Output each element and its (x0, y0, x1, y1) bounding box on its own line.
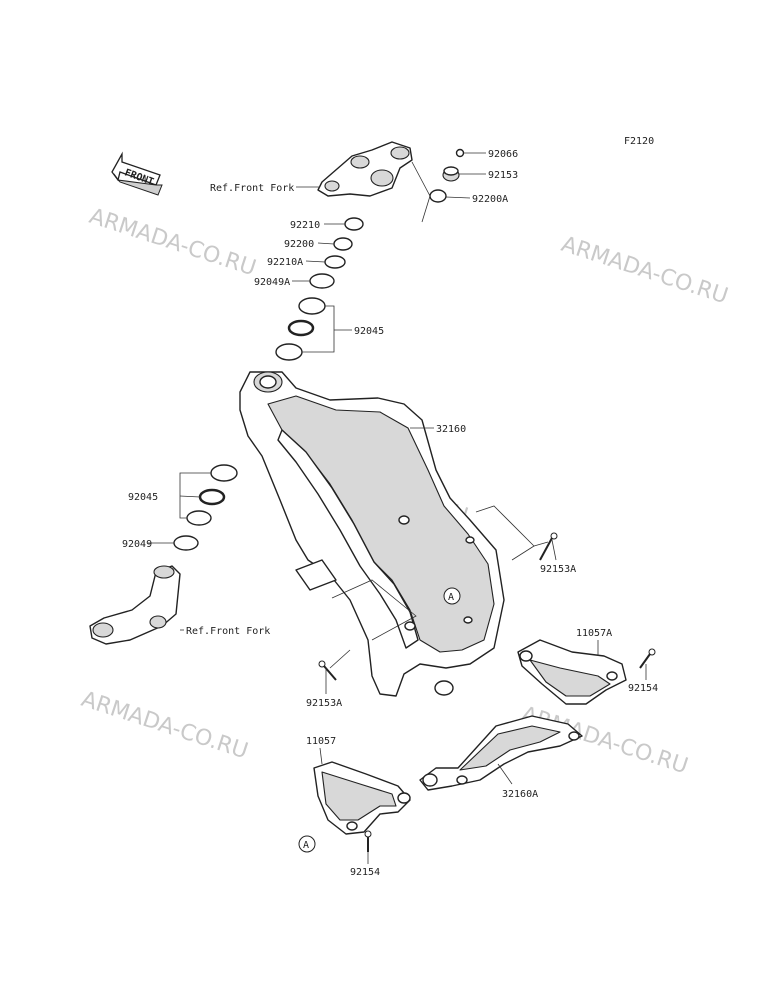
label-92049: 92049 (122, 539, 152, 550)
label-92153A-right: 92153A (540, 564, 576, 575)
part-92210A-nut (324, 255, 346, 269)
part-92045-bearing-top (287, 319, 315, 337)
label-92045-left: 92045 (128, 492, 158, 503)
part-92153-bolt (442, 166, 460, 182)
part-92200A-washer (429, 189, 447, 203)
watermark-top-right: ARMADA-CO.RU (558, 232, 731, 309)
label-92066: 92066 (488, 149, 518, 160)
bolt-92154-bottom (364, 830, 372, 852)
bracket-11057A (517, 639, 627, 705)
part-92045-race-top (298, 297, 326, 315)
watermark-bottom-left: ARMADA-CO.RU (78, 687, 251, 764)
callout-a-bracket: A (298, 835, 316, 853)
figure-code: F2120 (624, 136, 654, 147)
bracket-11057 (313, 761, 411, 835)
label-92153A-bottom: 92153A (306, 698, 342, 709)
part-92045-bearing-lower (198, 488, 226, 506)
callout-a-frame: A (443, 587, 461, 605)
part-92066-plug (455, 148, 465, 158)
lower-triple-clamp (89, 565, 181, 645)
part-92200-washer (333, 237, 353, 251)
label-92045-top: 92045 (354, 326, 384, 337)
label-92210: 92210 (290, 220, 320, 231)
bolt-92153A-bottom (318, 660, 337, 681)
label-92154-bottom: 92154 (350, 867, 380, 878)
label-32160: 32160 (436, 424, 466, 435)
label-92049A: 92049A (254, 277, 290, 288)
callout-a-frame-label: A (448, 592, 454, 603)
part-92210-nut (344, 217, 364, 231)
callout-a-bracket-label: A (303, 840, 309, 851)
label-11057A: 11057A (576, 628, 612, 639)
label-ref-front-fork-bottom: Ref.Front Fork (186, 626, 270, 637)
part-92045-race-mid (275, 343, 303, 361)
label-92200: 92200 (284, 239, 314, 250)
label-92153: 92153 (488, 170, 518, 181)
label-92200A: 92200A (472, 194, 508, 205)
watermark-top-left: ARMADA-CO.RU (86, 204, 259, 281)
front-arrow-icon: FRONT (111, 151, 163, 196)
label-92210A: 92210A (267, 257, 303, 268)
upper-triple-clamp (317, 141, 413, 197)
sub-frame-32160A (419, 715, 583, 791)
label-32160A: 32160A (502, 789, 538, 800)
part-92049-seal (173, 535, 199, 551)
label-11057: 11057 (306, 736, 336, 747)
main-frame-32160 (239, 371, 505, 697)
leader-lines (148, 152, 647, 864)
label-92154-right: 92154 (628, 683, 658, 694)
part-92045-race-lower (210, 464, 238, 482)
part-92049A-seal (309, 273, 335, 289)
part-92045-race-bottom (186, 510, 212, 526)
bolt-92154-right (639, 648, 656, 669)
bolt-92153A-right (539, 532, 558, 561)
label-ref-front-fork-top: Ref.Front Fork (210, 183, 294, 194)
